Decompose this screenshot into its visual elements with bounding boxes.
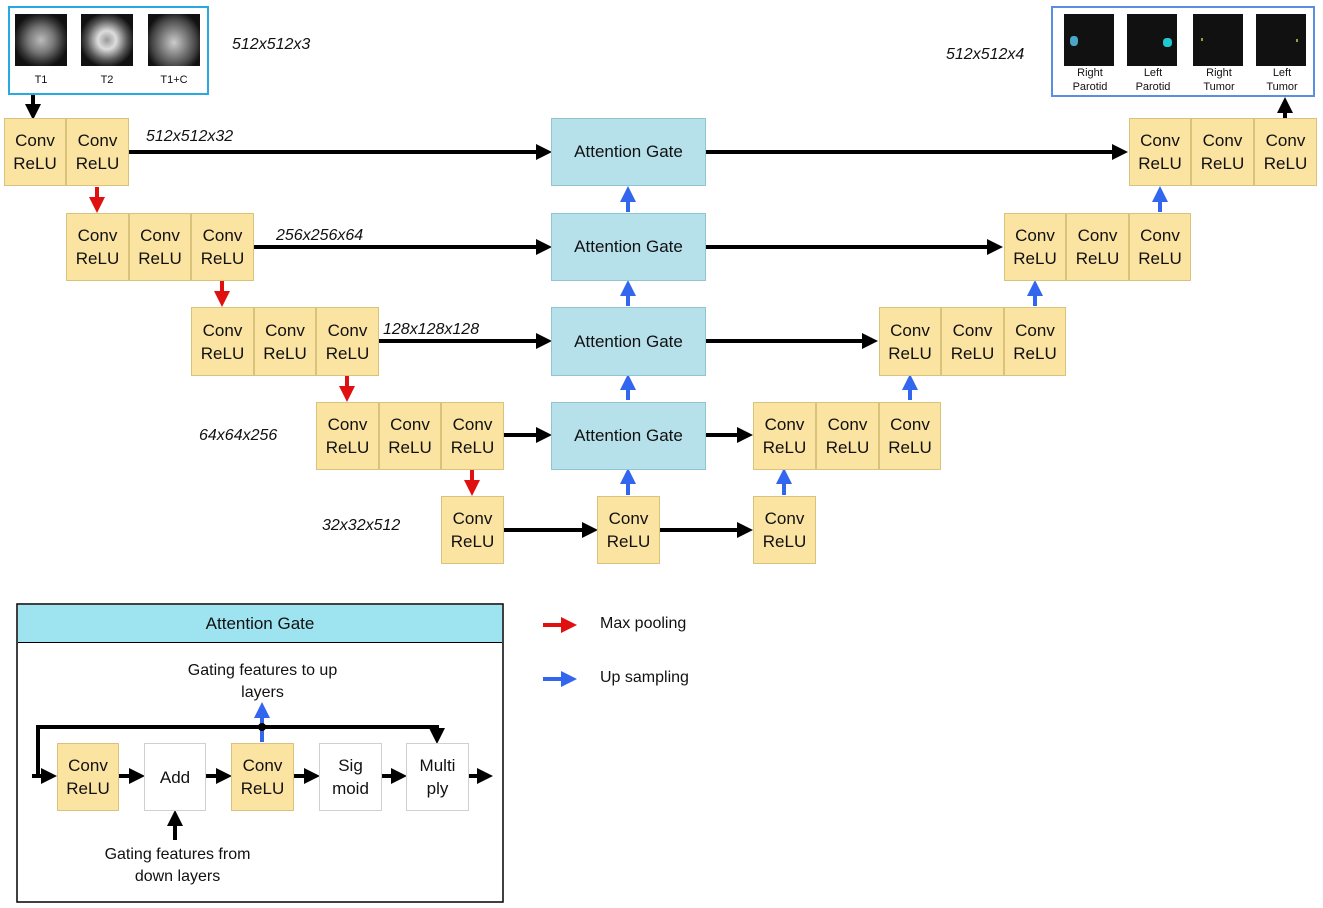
detail-add-block: Add bbox=[144, 743, 206, 811]
input-label-t1c: T1+C bbox=[160, 74, 188, 86]
dim-level5: 32x32x512 bbox=[322, 517, 401, 534]
attention-gate-4: Attention Gate bbox=[551, 402, 706, 470]
legend-up-sampling: Up sampling bbox=[600, 669, 689, 686]
attention-gate-2: Attention Gate bbox=[551, 213, 706, 281]
detail-junction-dot bbox=[258, 723, 266, 731]
input-label-t2: T2 bbox=[100, 74, 114, 86]
dim-output: 512x512x4 bbox=[946, 46, 1025, 63]
output-frame bbox=[1051, 6, 1315, 97]
dim-level2: 256x256x64 bbox=[276, 227, 364, 244]
dim-level3: 128x128x128 bbox=[383, 321, 480, 338]
output-mask-left-tumor bbox=[1256, 14, 1306, 66]
input-frame bbox=[8, 6, 209, 95]
detail-bypass-line bbox=[36, 725, 445, 776]
input-image-t1c bbox=[148, 14, 200, 66]
dim-level1: 512x512x32 bbox=[146, 128, 234, 145]
input-label-t1: T1 bbox=[34, 74, 48, 86]
attention-gate-3: Attention Gate bbox=[551, 307, 706, 376]
input-image-t2 bbox=[81, 14, 133, 66]
legend-max-pooling: Max pooling bbox=[600, 615, 687, 632]
output-mask-right-parotid bbox=[1064, 14, 1114, 66]
input-image-t1 bbox=[15, 14, 67, 66]
output-mask-right-tumor bbox=[1193, 14, 1243, 66]
output-mask-left-parotid bbox=[1127, 14, 1177, 66]
attention-gate-1: Attention Gate bbox=[551, 118, 706, 186]
attention-detail-frame bbox=[16, 603, 504, 903]
dim-level4: 64x64x256 bbox=[199, 427, 278, 444]
attention-detail-title: Attention Gate bbox=[18, 605, 502, 643]
dim-input: 512x512x3 bbox=[232, 36, 311, 53]
